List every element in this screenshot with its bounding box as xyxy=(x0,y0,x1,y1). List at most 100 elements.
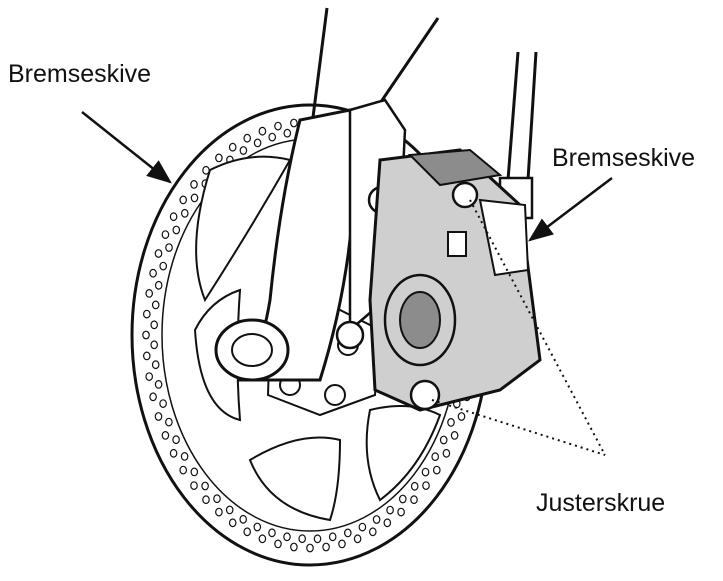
disc-hole xyxy=(398,494,407,504)
disc-hole xyxy=(181,208,189,218)
brake-caliper xyxy=(368,148,542,412)
leader-lines xyxy=(81,111,613,456)
disc-hole xyxy=(179,195,188,205)
disc-hole xyxy=(386,505,394,515)
disc-hole xyxy=(159,261,168,271)
disc-hole xyxy=(422,481,430,491)
adjust-screw-lower xyxy=(409,379,441,411)
disc-hole xyxy=(159,399,167,409)
disc-hole xyxy=(165,417,173,427)
disc-hole xyxy=(268,528,276,538)
label-justerskrue: Justerskrue xyxy=(536,489,666,517)
disc-hole xyxy=(274,121,282,131)
disc-hole xyxy=(215,153,223,163)
disc-hole xyxy=(143,351,151,361)
disc-hole xyxy=(179,465,188,475)
disc-hole xyxy=(421,467,430,477)
disc-hole xyxy=(431,452,440,462)
disc-hole xyxy=(151,360,160,370)
disc-cutout-3 xyxy=(248,436,342,522)
disc-hole xyxy=(180,452,189,461)
disc-hole xyxy=(172,435,180,445)
disc-hole xyxy=(169,448,178,458)
disc-hole xyxy=(457,412,466,421)
disc-hole xyxy=(274,539,282,549)
disc-hole xyxy=(169,212,178,222)
disc-hole xyxy=(239,146,248,155)
disc-hole xyxy=(410,495,418,505)
disc-hole xyxy=(190,481,198,491)
disc-hole xyxy=(338,539,346,549)
disc-hole xyxy=(151,300,160,310)
disc-hole xyxy=(442,448,451,458)
disc-hole xyxy=(150,320,159,330)
disc-hole xyxy=(268,132,277,142)
disc-hole xyxy=(253,138,262,148)
disc-hole xyxy=(145,372,154,382)
disc-hole xyxy=(353,534,362,544)
disc-hole xyxy=(410,481,419,491)
arrow-disc-right xyxy=(528,177,613,242)
disc-hole xyxy=(322,542,330,552)
disc-hole xyxy=(228,518,237,528)
disc-hole xyxy=(149,268,157,278)
disc-hole xyxy=(290,542,298,552)
disc-hole xyxy=(243,527,252,537)
disc-hole xyxy=(343,528,352,538)
label-bremseskive-right: Bremseskive xyxy=(552,144,696,172)
disc-hole xyxy=(313,534,322,544)
caliper-top xyxy=(407,148,503,187)
disc-hole xyxy=(154,280,163,290)
disc-hole xyxy=(358,522,367,532)
disc-hole xyxy=(298,534,307,544)
label-bremseskive-left: Bremseskive xyxy=(8,60,152,88)
disc-hole xyxy=(190,193,199,203)
disc-hole xyxy=(290,118,298,128)
axle-inner xyxy=(231,333,273,367)
disc-hole xyxy=(190,467,199,477)
disc-hole xyxy=(253,522,262,532)
disc-hole xyxy=(432,465,441,475)
disc-hole xyxy=(201,481,209,491)
disc-hole xyxy=(215,507,223,517)
disc-hole xyxy=(172,225,181,235)
mount-bolt-lower xyxy=(335,320,365,350)
disc-hole xyxy=(383,518,392,528)
hub-bolt-3 xyxy=(324,384,346,406)
disc-hole xyxy=(258,126,267,136)
disc-hole xyxy=(450,431,459,440)
disc-hole xyxy=(145,289,154,298)
disc-hole xyxy=(328,532,337,542)
disc-hole xyxy=(283,128,292,138)
disc-hole xyxy=(258,534,267,544)
disc-cutout-1 xyxy=(195,155,292,303)
adjust-screw-upper xyxy=(451,181,479,209)
disc-hole xyxy=(143,309,151,319)
disc-hole xyxy=(161,230,170,240)
arrow-disc-left xyxy=(81,111,172,184)
disc-hole xyxy=(243,133,252,143)
disc-hole xyxy=(154,380,163,389)
disc-hole xyxy=(154,249,163,258)
disc-hole xyxy=(397,507,405,517)
dotted-adjust-lower xyxy=(431,399,606,456)
bleed-nipple xyxy=(447,231,467,257)
disc-hole xyxy=(228,142,237,152)
disc-hole xyxy=(154,412,163,421)
disc-hole xyxy=(213,494,221,504)
caliper-bracket xyxy=(478,198,530,277)
disc-hole xyxy=(439,435,448,445)
disc-hole xyxy=(161,431,170,440)
disc-hole xyxy=(306,543,314,553)
disc-hole xyxy=(447,418,455,427)
disc-hole xyxy=(150,340,159,350)
disc-hole xyxy=(225,505,234,515)
disc-hole xyxy=(283,532,291,542)
dotted-adjust-upper xyxy=(469,199,606,456)
disc-hole xyxy=(202,495,210,505)
disc-hole xyxy=(149,392,157,402)
disc-hole xyxy=(368,527,377,537)
disc-hole xyxy=(372,515,381,524)
